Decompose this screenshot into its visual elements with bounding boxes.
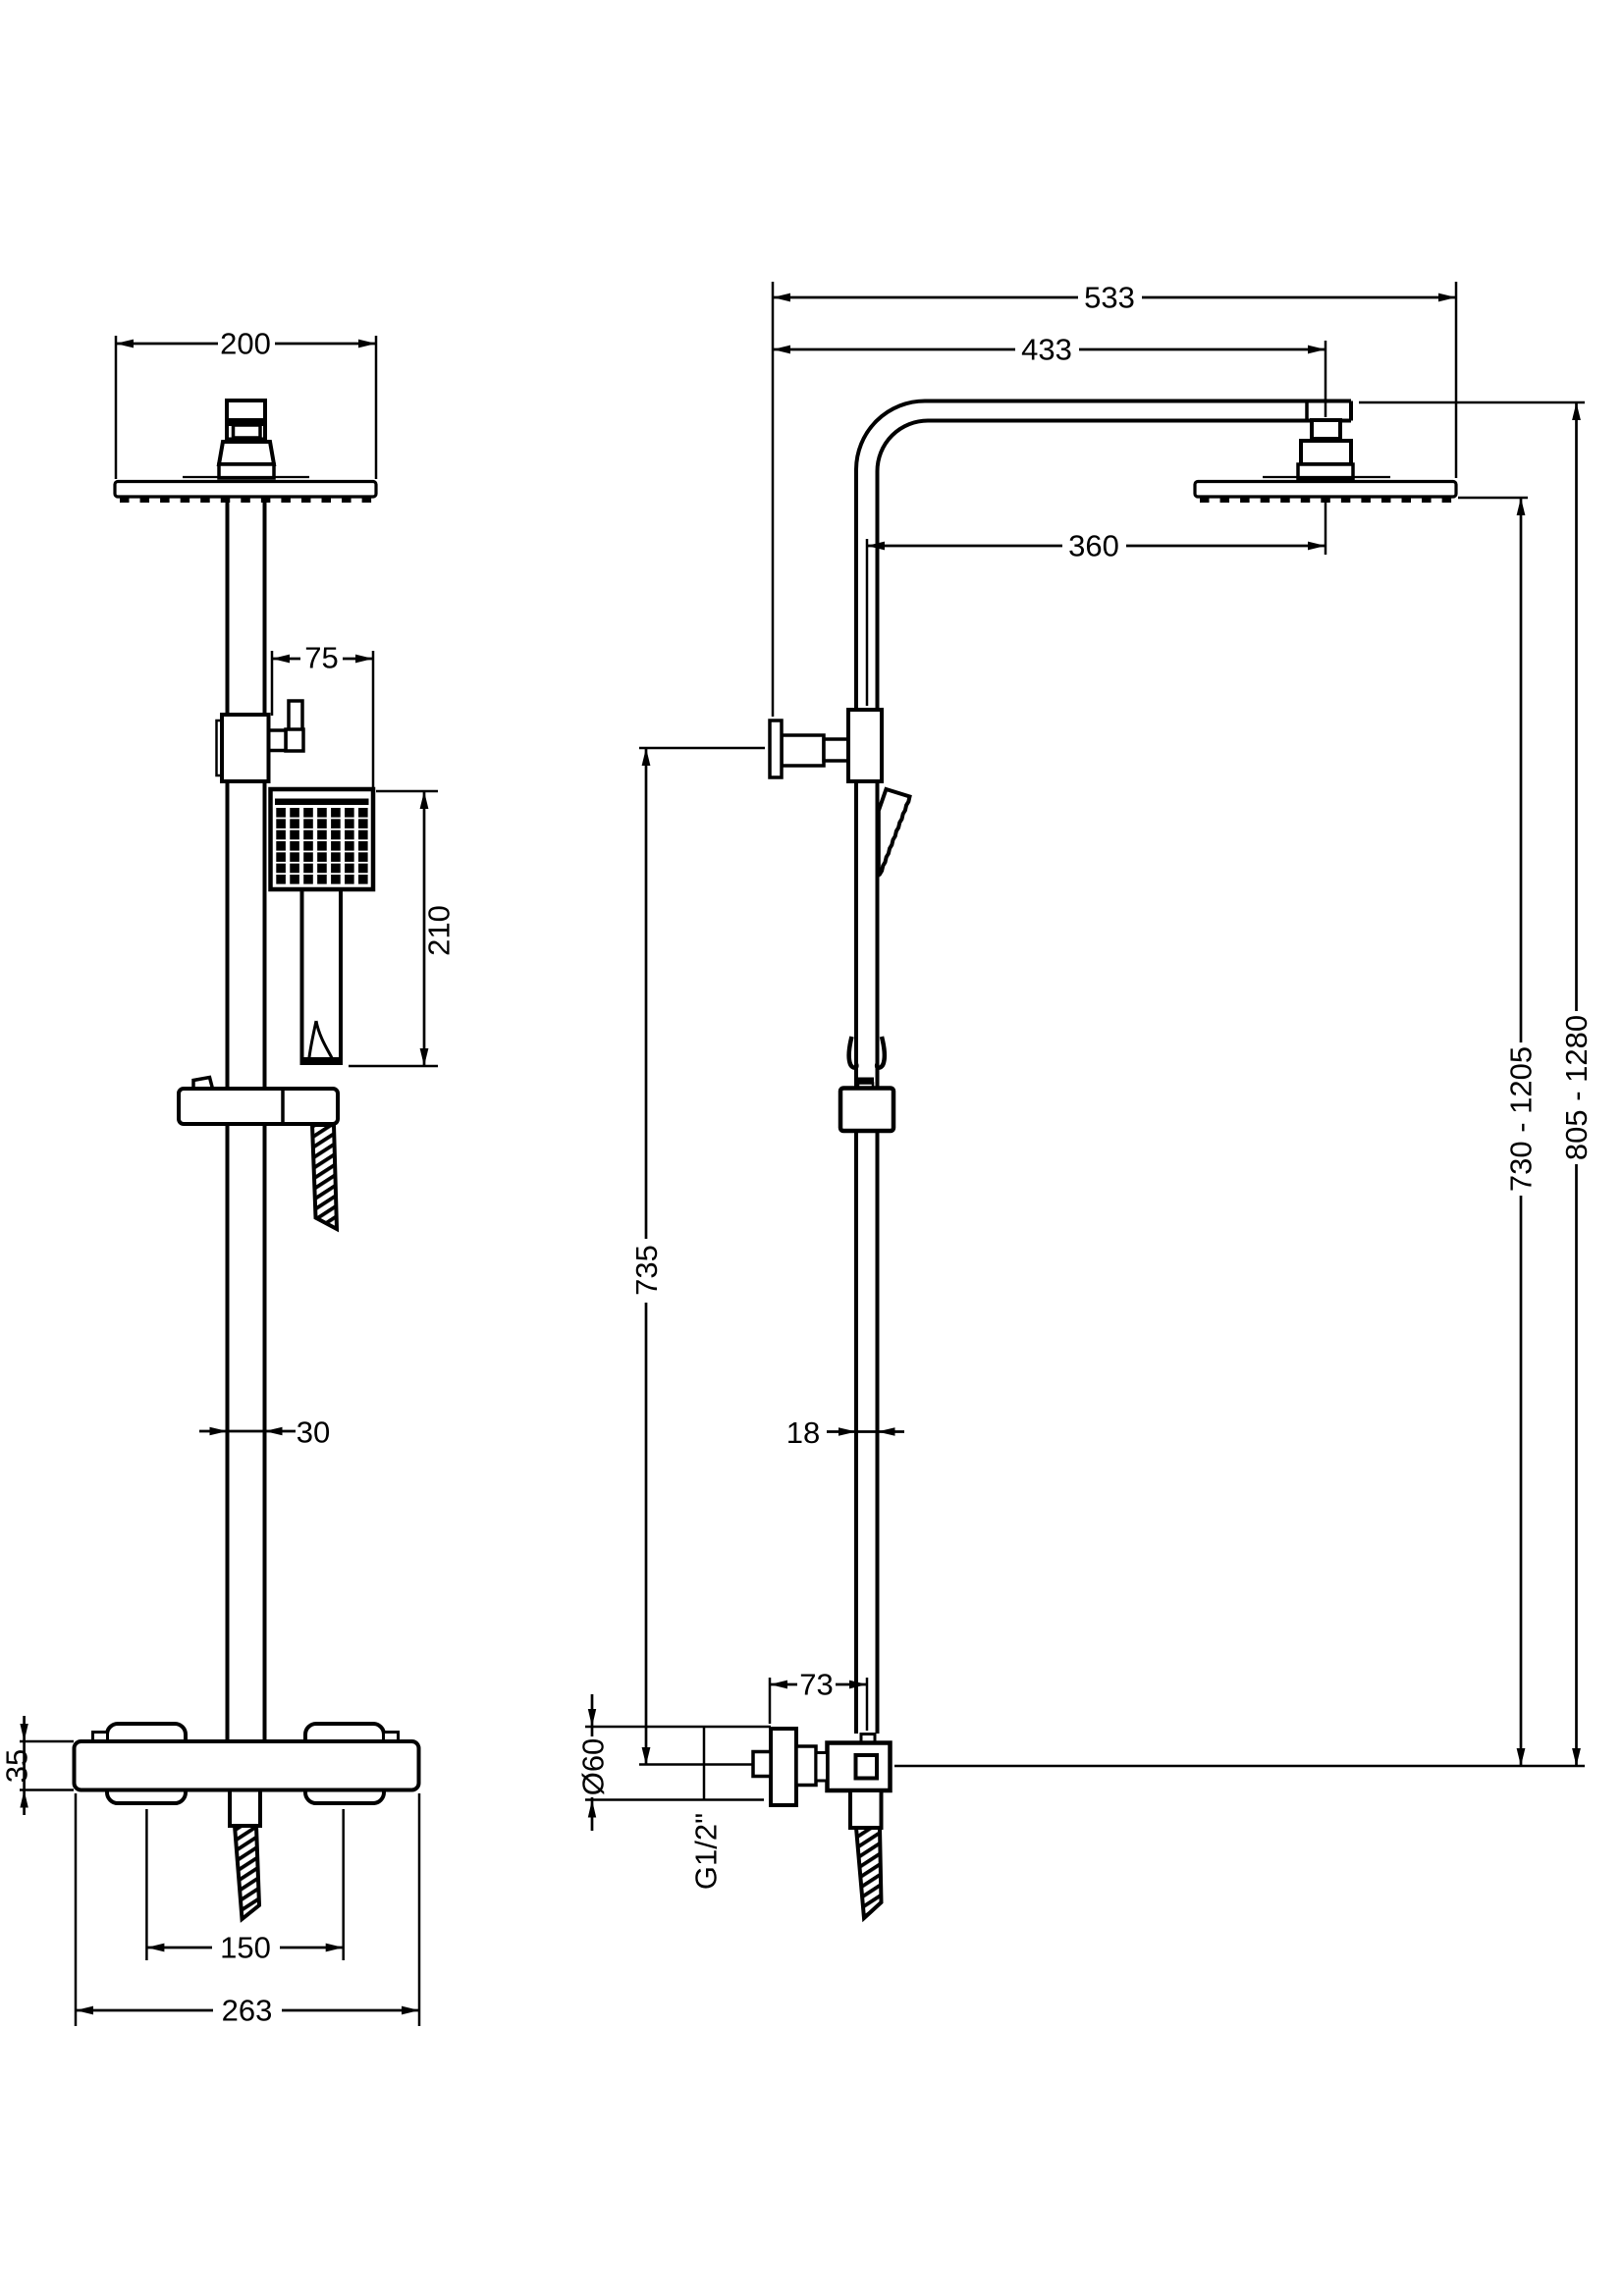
svg-text:18: 18 — [786, 1415, 820, 1450]
svg-text:35: 35 — [0, 1749, 34, 1783]
svg-text:360: 360 — [1068, 529, 1119, 563]
svg-text:150: 150 — [220, 1931, 271, 1965]
svg-text:75: 75 — [304, 641, 338, 675]
svg-text:735: 735 — [629, 1245, 664, 1296]
svg-text:Ø60: Ø60 — [576, 1738, 611, 1796]
svg-text:263: 263 — [222, 1994, 273, 2028]
svg-text:730 - 1205: 730 - 1205 — [1504, 1046, 1539, 1192]
svg-text:805 - 1280: 805 - 1280 — [1559, 1015, 1594, 1160]
svg-text:G1/2": G1/2" — [689, 1813, 724, 1890]
svg-text:73: 73 — [799, 1668, 833, 1702]
svg-text:533: 533 — [1084, 281, 1135, 315]
svg-text:210: 210 — [422, 905, 457, 956]
svg-text:433: 433 — [1021, 333, 1072, 367]
svg-text:30: 30 — [297, 1415, 330, 1450]
svg-text:200: 200 — [220, 327, 271, 361]
